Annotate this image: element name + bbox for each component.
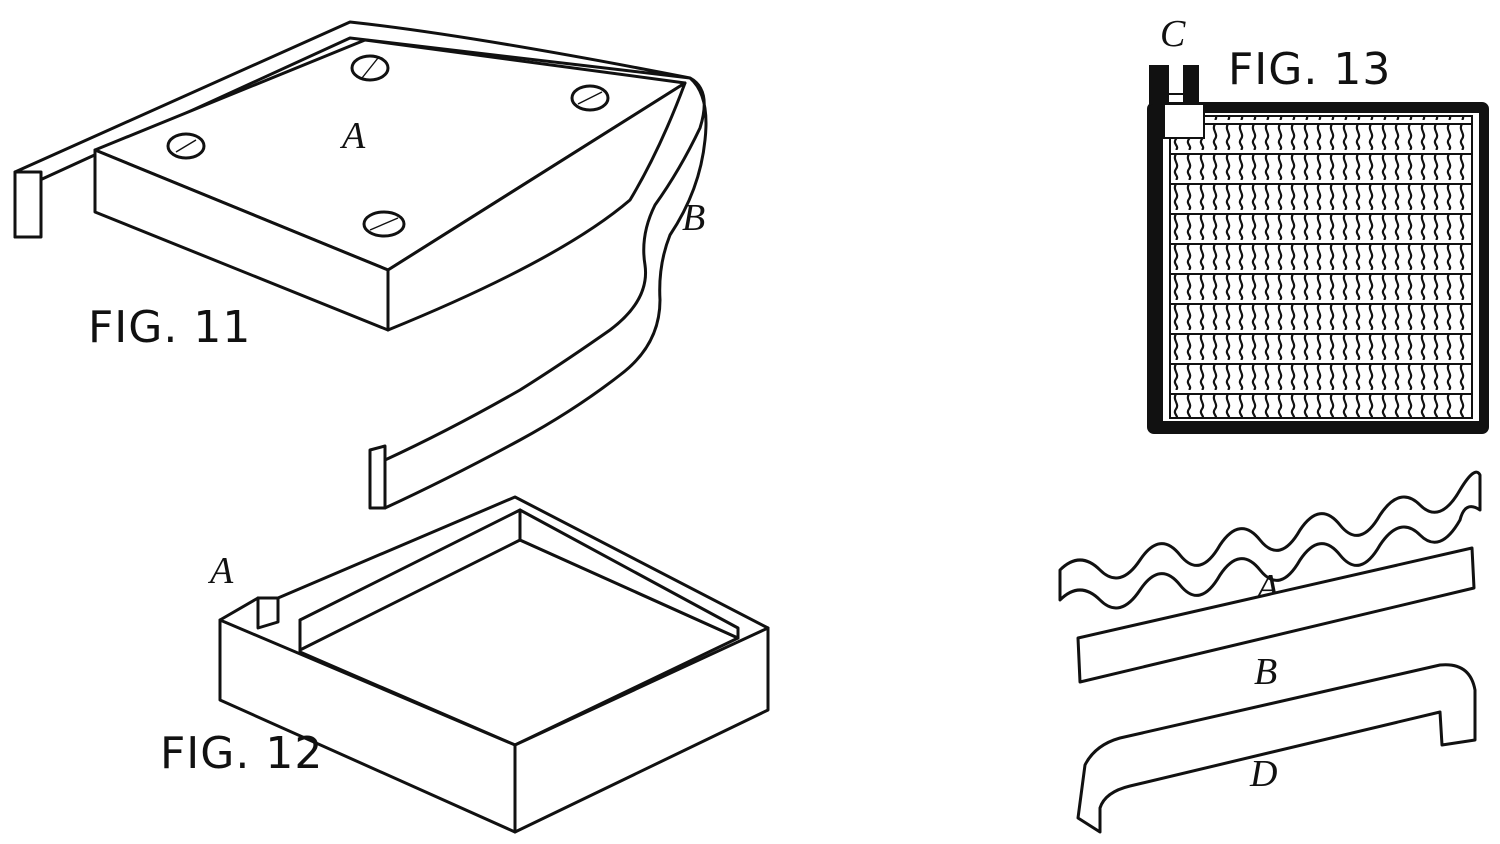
fig11-label-a: A: [339, 115, 366, 157]
fig13-grid-mesh: [1169, 115, 1473, 419]
fig13-label-b: B: [1254, 651, 1277, 693]
fig11-label-b: B: [682, 197, 705, 239]
fig11-drawing: A B FIG. 11: [13, 20, 708, 510]
fig11-title: FIG. 11: [88, 302, 251, 353]
fig13-flat-strip: [1076, 546, 1476, 684]
fig11-flange-strip: [13, 20, 708, 510]
screw-icon: [362, 210, 406, 238]
fig11-block-side: [386, 81, 687, 332]
fig11-strip-end-bottom: [368, 444, 387, 510]
screw-icon: [570, 84, 610, 112]
fig13-label-d: D: [1249, 753, 1277, 795]
fig12-drawing: A FIG. 12: [160, 495, 770, 834]
screw-icon: [166, 132, 206, 160]
screw-icon: [350, 54, 390, 82]
fig13-title: FIG. 13: [1228, 44, 1391, 95]
fig12-tray-side: [513, 626, 770, 834]
fig13-bent-strip: [1076, 663, 1477, 834]
fig12-tab-a: [256, 596, 280, 630]
fig13-label-c: C: [1160, 13, 1186, 55]
fig11-strip-end-left: [13, 170, 43, 239]
fig13-corrugated-strip: [1058, 470, 1482, 610]
fig12-label-a: A: [207, 550, 234, 592]
fig13-drawing: C FIG. 13 A B D: [1058, 13, 1489, 834]
fig12-title: FIG. 12: [160, 728, 323, 779]
